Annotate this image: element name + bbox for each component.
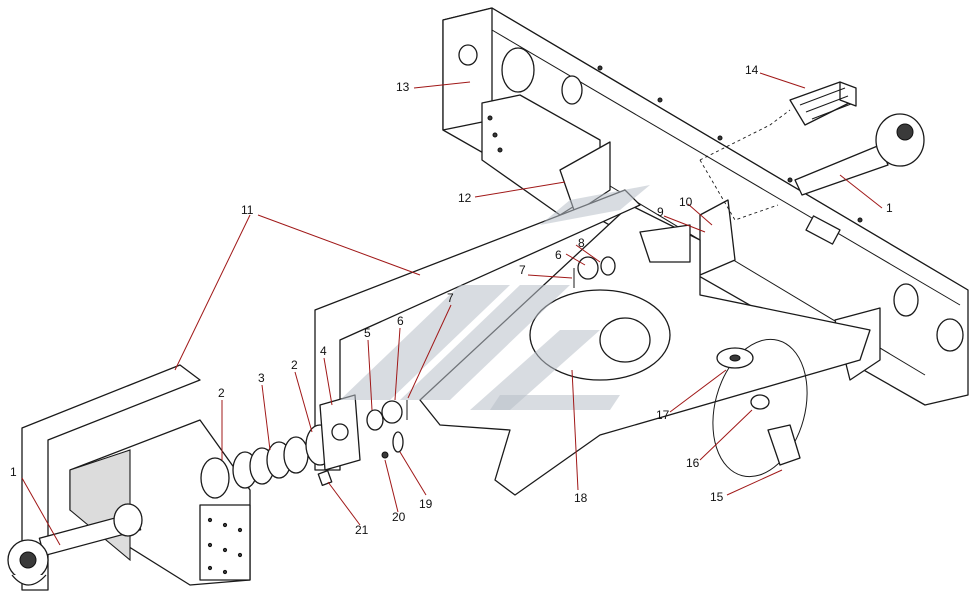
spring-assembly — [200, 424, 335, 499]
rear-cross-member — [442, 7, 969, 406]
callouts: 1 1 2 2 3 4 5 6 6 7 7 8 9 10 11 12 13 14… — [10, 63, 893, 537]
callout-9: 9 — [657, 205, 664, 219]
pins-7 — [406, 268, 575, 420]
callout-21: 21 — [355, 523, 369, 537]
washer-5-8 — [366, 256, 616, 431]
callout-6-upper: 6 — [555, 248, 562, 262]
support-plate-4 — [319, 394, 361, 471]
tow-hook-front — [7, 503, 143, 586]
callout-6-lower: 6 — [397, 314, 404, 328]
callout-19: 19 — [419, 497, 433, 511]
leader-lines — [21, 72, 883, 546]
callout-13: 13 — [396, 80, 410, 94]
callout-8: 8 — [578, 236, 585, 250]
callout-10: 10 — [679, 195, 693, 209]
callout-11: 11 — [241, 203, 254, 217]
drawbar-housing — [21, 189, 641, 591]
callout-18: 18 — [574, 491, 588, 505]
tow-hook-rear — [794, 113, 925, 196]
bolt-14 — [789, 81, 857, 126]
watermark-logo — [340, 185, 650, 410]
callout-14: 14 — [745, 63, 759, 77]
callout-1-front: 1 — [10, 465, 17, 479]
small-parts-19-20-21 — [317, 431, 404, 486]
callout-4: 4 — [320, 344, 327, 358]
callout-12: 12 — [458, 191, 472, 205]
nut-6 — [381, 256, 599, 424]
fastener-set — [712, 338, 808, 478]
callout-7-upper: 7 — [519, 263, 526, 277]
callout-17: 17 — [656, 408, 670, 422]
callout-3: 3 — [258, 371, 265, 385]
callout-20: 20 — [392, 510, 406, 524]
callout-2-left: 2 — [218, 386, 225, 400]
callout-15: 15 — [710, 490, 724, 504]
callout-5: 5 — [364, 326, 371, 340]
callout-2-right: 2 — [291, 358, 298, 372]
callout-7-lower: 7 — [447, 291, 454, 305]
callout-16: 16 — [686, 456, 700, 470]
callout-1-rear: 1 — [886, 201, 893, 215]
